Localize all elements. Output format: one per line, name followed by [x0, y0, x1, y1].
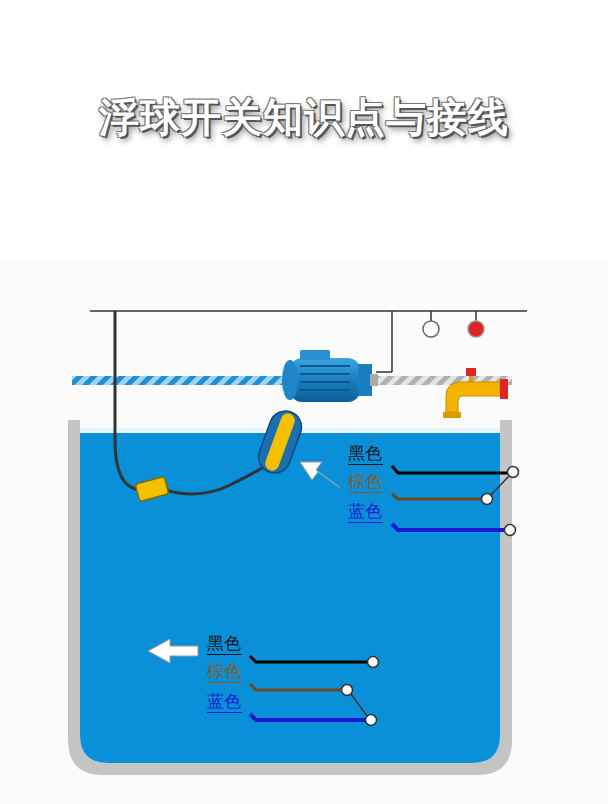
wire-color-label: 棕色	[207, 661, 242, 683]
water	[80, 432, 500, 763]
lamp-stem	[430, 311, 432, 321]
float-ball	[254, 406, 306, 477]
wire-color-label: 蓝色	[348, 501, 383, 523]
wiring-lower	[250, 656, 379, 726]
motor-wire	[391, 311, 393, 372]
power-line	[90, 310, 527, 312]
indicator-lamp	[468, 321, 484, 337]
counterweight	[135, 476, 169, 501]
wire-color-label: 黑色	[207, 633, 242, 655]
faucet	[443, 368, 508, 418]
ground	[0, 258, 608, 804]
float-cable	[165, 462, 272, 494]
motor-wire	[376, 371, 392, 373]
indicator-lamp	[423, 321, 439, 337]
lamp-stem	[475, 311, 477, 321]
floor-hatch	[72, 376, 292, 385]
wire-color-label: 黑色	[348, 443, 383, 465]
rise-arrow	[300, 462, 340, 488]
wire-color-label: 蓝色	[207, 691, 242, 713]
float-cable	[115, 311, 140, 490]
tank-wall	[68, 420, 512, 775]
wire-color-label: 棕色	[348, 471, 383, 493]
wiring-upper	[392, 466, 519, 536]
page-title: 浮球开关知识点与接线	[99, 90, 509, 145]
fall-arrow	[148, 639, 198, 663]
pump-motor	[282, 350, 378, 402]
